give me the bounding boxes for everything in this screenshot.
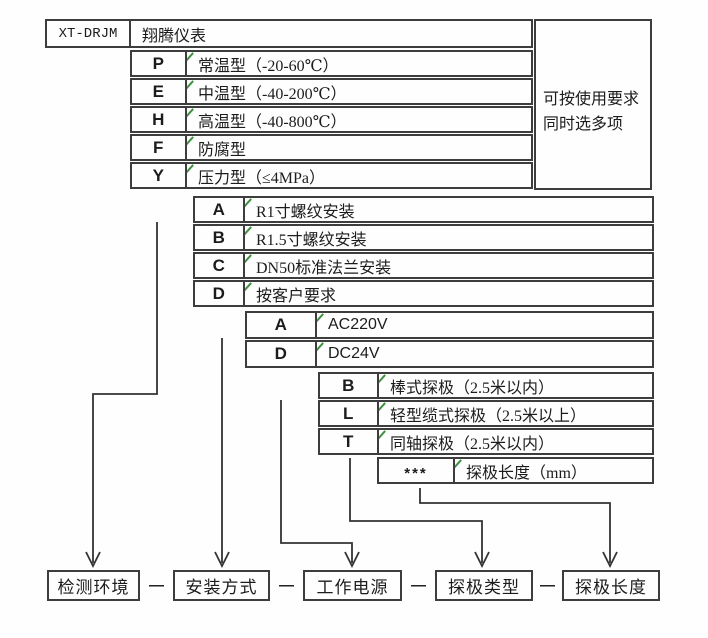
arrow-line-environment [92,222,158,563]
code-cell: E [132,80,187,103]
code-cell: A [195,198,245,221]
row-environment-H: H 高温型（-40-800℃） [130,106,533,133]
footer-box-environment: 检测环境 [47,570,140,601]
code-cell: C [195,254,245,277]
arrowhead-probe-length [602,551,618,569]
footer-box-power: 工作电源 [303,570,402,601]
arrowhead-environment [85,551,101,569]
desc-cell: 常温型（-20-60℃） [187,52,531,75]
desc-cell: AC220V [317,313,652,337]
code-cell: B [195,226,245,249]
arrow-line-probe-length [419,488,611,563]
row-power-A: A AC220V [245,311,654,339]
desc-cell: 轻型缆式探极（2.5米以上） [379,402,652,425]
footer-box-probe-type: 探极类型 [435,570,533,601]
row-probe-length: *** 探极长度（mm） [377,457,654,484]
code-cell: Y [132,164,187,187]
code-cell: *** [379,459,455,482]
desc-cell: R1.5寸螺纹安装 [245,226,652,249]
code-cell: F [132,136,187,159]
desc-cell: 探极长度（mm） [455,459,652,482]
row-installation-A: A R1寸螺纹安装 [193,196,654,223]
row-environment-P: P 常温型（-20-60℃） [130,50,533,77]
code-cell: D [195,282,245,305]
code-cell: P [132,52,187,75]
side-note-box: 可按使用要求 同时选多项 [534,19,652,190]
footer-separator: — [540,577,555,594]
row-environment-F: F 防腐型 [130,134,533,161]
row-probe-type-L: L 轻型缆式探极（2.5米以上） [318,400,654,427]
code-cell: H [132,108,187,131]
code-cell: T [320,430,379,453]
title-row: XT-DRJM 翔腾仪表 [45,19,533,48]
row-installation-C: C DN50标准法兰安装 [193,252,654,279]
row-power-D: D DC24V [245,340,654,368]
row-environment-E: E 中温型（-40-200℃） [130,78,533,105]
code-cell: D [247,342,317,366]
desc-cell: 中温型（-40-200℃） [187,80,531,103]
desc-cell: 压力型（≤4MPa） [187,164,531,187]
row-installation-B: B R1.5寸螺纹安装 [193,224,654,251]
footer-box-probe-length: 探极长度 [562,570,660,601]
desc-cell: 按客户要求 [245,282,652,305]
desc-cell: DN50标准法兰安装 [245,254,652,277]
desc-cell: 棒式探极（2.5米以内） [379,374,652,397]
row-probe-type-T: T 同轴探极（2.5米以内） [318,428,654,455]
brand-name: 翔腾仪表 [142,27,207,45]
side-note-line1: 可按使用要求 [543,91,640,108]
footer-box-installation: 安装方式 [173,570,270,601]
code-cell: B [320,374,379,397]
footer-separator: — [279,577,294,594]
row-installation-D: D 按客户要求 [193,280,654,307]
desc-cell: 同轴探极（2.5米以内） [379,430,652,453]
row-environment-Y: Y 压力型（≤4MPa） [130,162,533,189]
desc-cell: 高温型（-40-800℃） [187,108,531,131]
arrowhead-probe-type [474,551,490,569]
row-probe-type-B: B 棒式探极（2.5米以内） [318,372,654,399]
desc-cell: DC24V [317,342,652,366]
code-cell: L [320,402,379,425]
footer-separator: — [411,577,426,594]
desc-cell: R1寸螺纹安装 [245,198,652,221]
arrowhead-power [344,551,360,569]
side-note-line2: 同时选多项 [543,116,624,133]
arrowhead-installation [214,551,230,569]
footer-separator: — [149,577,164,594]
desc-cell: 防腐型 [187,136,531,159]
code-cell: A [247,313,317,337]
model-code: XT-DRJM [47,21,131,46]
